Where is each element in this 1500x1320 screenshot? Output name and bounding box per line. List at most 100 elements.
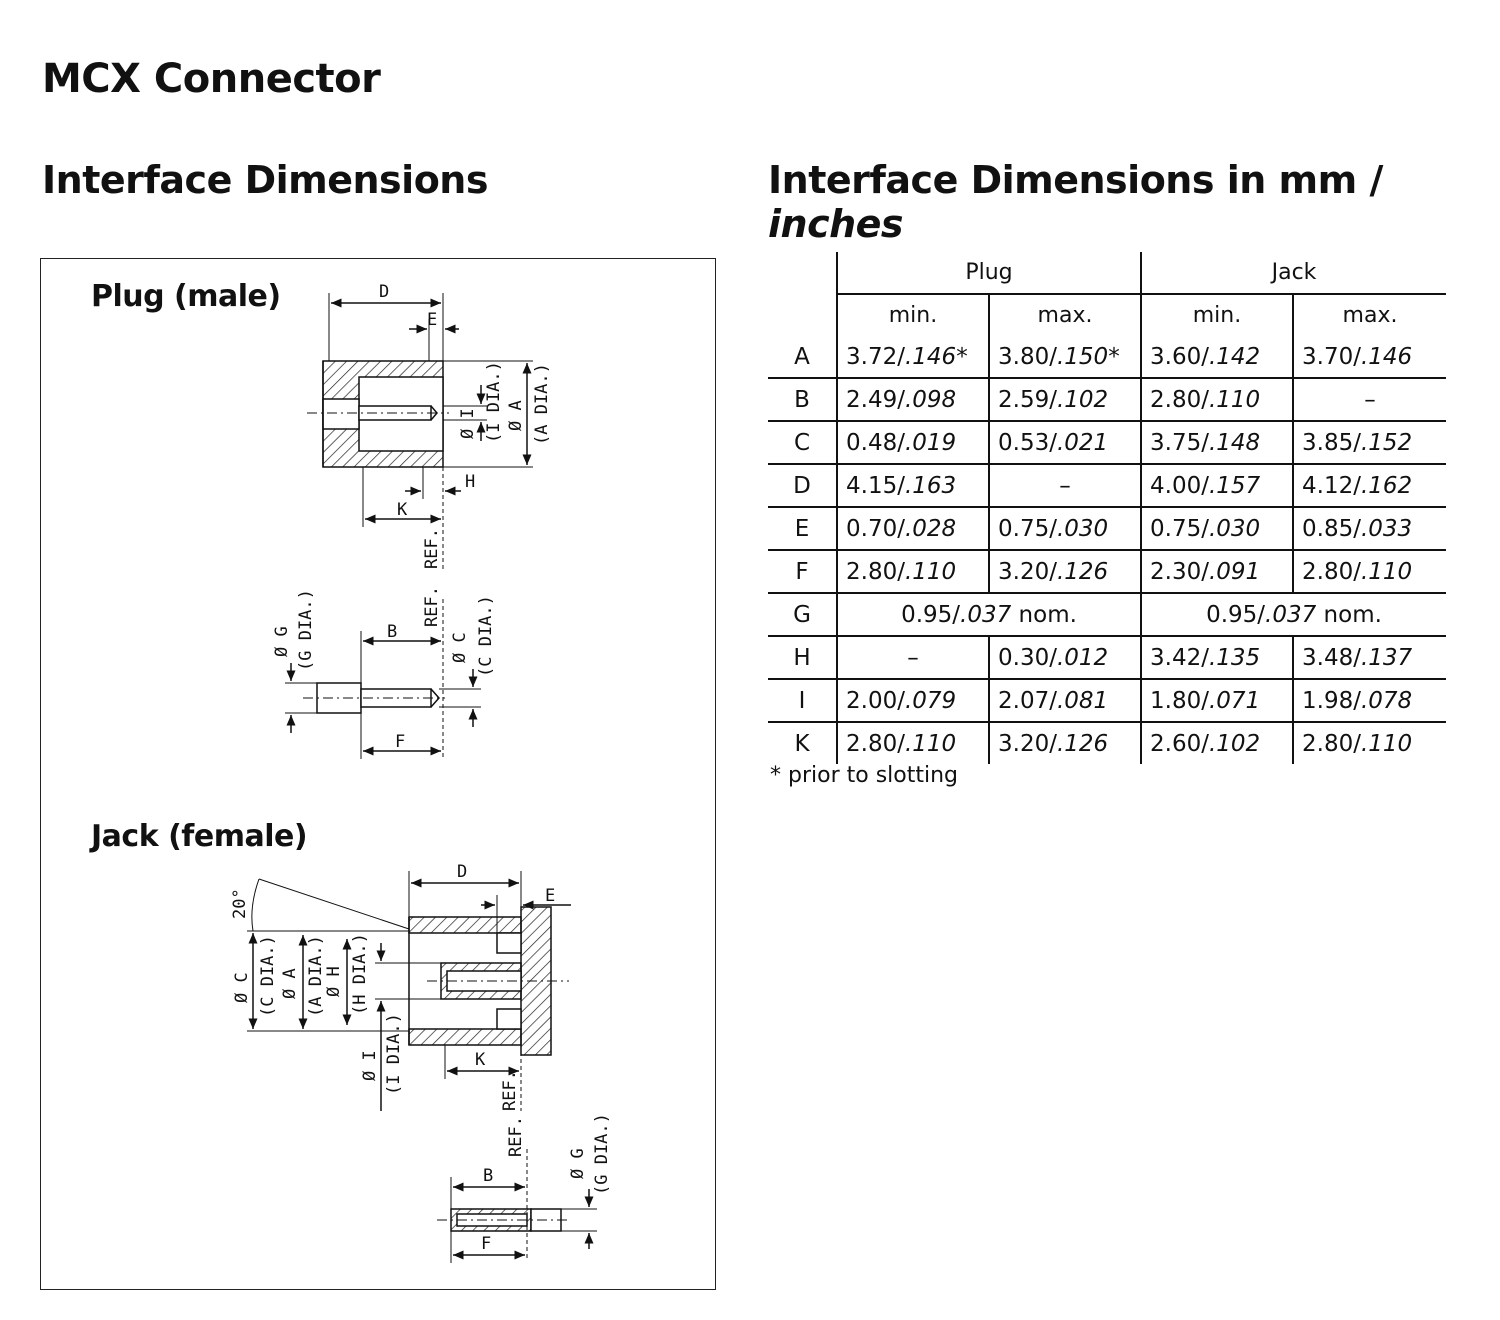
cell-mm: 0.75/	[998, 515, 1057, 542]
table-cell: –	[836, 636, 989, 680]
dim-label: Ø A	[506, 400, 526, 431]
dim-label: (A DIA.)	[306, 935, 326, 1017]
cell-inch: .150	[1056, 343, 1109, 370]
dim-label: K	[475, 1050, 486, 1070]
cell-mm: 0.30/	[998, 644, 1057, 671]
cell-inch: .021	[1056, 429, 1109, 456]
sub-header: min.	[1140, 294, 1293, 336]
section-heading-table: Interface Dimensions in mm / inches	[768, 158, 1500, 246]
cell-mm: 3.60/	[1150, 343, 1209, 370]
dim-label: Ø C	[450, 632, 470, 663]
cell-mm: 3.72/	[846, 343, 905, 370]
cell-note: nom.	[1316, 601, 1382, 628]
dim-label: (C DIA.)	[258, 935, 278, 1017]
cell-mm: 2.80/	[1302, 730, 1361, 757]
sub-header-row: min. max. min. max.	[768, 294, 1446, 336]
table-cell: 3.85/.152	[1292, 421, 1446, 465]
table-cell: 4.00/.157	[1140, 464, 1293, 508]
table-cell: 3.42/.135	[1140, 636, 1293, 680]
cell-inch: .079	[904, 687, 957, 714]
row-key: H	[768, 636, 837, 680]
cell-mm: 4.00/	[1150, 472, 1209, 499]
group-header-plug: Plug	[836, 252, 1141, 295]
cell-mm: 0.95/	[1206, 601, 1266, 628]
cell-inch: .110	[1360, 558, 1413, 585]
dim-label: (G DIA.)	[296, 589, 316, 671]
dimensions-table-wrapper: Plug Jack min. max. min. max. A 3.72/.146…	[768, 252, 1446, 764]
section-heading-drawings: Interface Dimensions	[42, 158, 488, 202]
table-cell: 3.60/.142	[1140, 336, 1293, 379]
table-cell: 0.85/.033	[1292, 507, 1446, 551]
sub-header: min.	[836, 294, 989, 336]
cell-mm: 3.42/	[1150, 644, 1209, 671]
cell-inch: .157	[1208, 472, 1261, 499]
cell-mm: 3.80/	[998, 343, 1057, 370]
cell-inch: .030	[1056, 515, 1109, 542]
cell-mm: 2.80/	[1302, 558, 1361, 585]
dim-label: K	[397, 500, 408, 520]
row-key: A	[768, 336, 837, 379]
jack-drawing	[247, 871, 571, 1111]
dim-label: Ø C	[232, 972, 252, 1003]
table-cell: 0.30/.012	[988, 636, 1141, 680]
cell-inch: .019	[904, 429, 957, 456]
dim-label: REF.	[500, 1070, 520, 1111]
page-title: MCX Connector	[42, 56, 381, 102]
dim-label: Ø H	[324, 966, 344, 997]
cell-inch: .142	[1208, 343, 1261, 370]
sub-header: max.	[988, 294, 1141, 336]
cell-mm: 0.70/	[846, 515, 905, 542]
cell-inch: .078	[1360, 687, 1413, 714]
cell-mm: 2.80/	[846, 730, 905, 757]
cell-inch: .081	[1056, 687, 1109, 714]
row-key: I	[768, 679, 837, 723]
dim-label: Ø I	[458, 408, 478, 439]
row-key: F	[768, 550, 837, 594]
table-cell: 2.59/.102	[988, 378, 1141, 422]
group-header-jack: Jack	[1140, 252, 1446, 295]
table-cell: 4.15/.163	[836, 464, 989, 508]
dim-label: D	[457, 862, 467, 882]
dim-label: B	[483, 1166, 493, 1186]
cell-dash: –	[1059, 472, 1071, 499]
dim-label: F	[481, 1234, 491, 1254]
dim-label: Ø I	[360, 1050, 380, 1081]
table-cell: 0.53/.021	[988, 421, 1141, 465]
plug-drawing	[307, 293, 533, 569]
footnote: * prior to slotting	[770, 763, 958, 788]
dim-label: (C DIA.)	[476, 595, 496, 677]
cell-inch: .033	[1360, 515, 1413, 542]
cell-inch: .110	[1360, 730, 1413, 757]
dim-label: B	[387, 622, 397, 642]
dim-label: E	[545, 886, 555, 906]
plug-pin-detail	[285, 599, 481, 759]
cell-inch: .030	[1208, 515, 1261, 542]
cell-inch: .110	[904, 730, 957, 757]
jack-dimension-labels: 20° D E Ø C (C DIA.) Ø A (A DIA.) Ø H (H…	[230, 862, 555, 1111]
cell-mm: 2.59/	[998, 386, 1057, 413]
dim-label: REF.	[422, 586, 442, 627]
table-cell: 2.30/.091	[1140, 550, 1293, 594]
cell-mm: 3.48/	[1302, 644, 1361, 671]
heading-main-text: Interface Dimensions in mm /	[768, 158, 1383, 202]
cell-inch: .126	[1056, 730, 1109, 757]
table-cell: 0.48/.019	[836, 421, 989, 465]
dim-label: REF.	[422, 528, 442, 569]
cell-dash: –	[907, 644, 919, 671]
cell-mm: 2.07/	[998, 687, 1057, 714]
cell-inch: .028	[904, 515, 957, 542]
table-cell: 0.70/.028	[836, 507, 989, 551]
jack-socket-dimension-labels: REF. B F Ø G (G DIA.)	[481, 1113, 612, 1254]
table-cell: 2.80/.110	[1292, 722, 1446, 764]
cell-inch: .110	[904, 558, 957, 585]
table-cell: 2.07/.081	[988, 679, 1141, 723]
row-key: K	[794, 730, 810, 757]
cell-inch: .146	[904, 343, 957, 370]
connector-drawings: D E Ø I (I DIA.) Ø A (A DIA.) H K REF.	[230, 282, 612, 1263]
cell-inch: .102	[1208, 730, 1261, 757]
cell-dash: –	[1364, 386, 1376, 413]
